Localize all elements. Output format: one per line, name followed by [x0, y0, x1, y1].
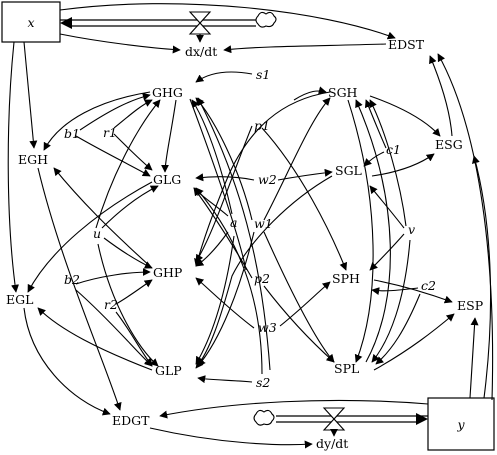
node-ghg: GHG — [152, 85, 183, 100]
node-egh: EGH — [18, 152, 48, 167]
stock-y-label: y — [456, 417, 465, 432]
valve-icon — [322, 407, 346, 431]
param-c2: c2 — [421, 278, 436, 293]
stock-x-label: x — [27, 15, 34, 30]
flow-pipe-x — [60, 11, 277, 43]
param-b1: b1 — [64, 126, 80, 141]
node-sgl: SGL — [335, 163, 362, 178]
param-r1: r1 — [103, 125, 117, 140]
node-glp: GLP — [155, 363, 182, 378]
node-edst: EDST — [388, 37, 425, 52]
param-p2: p2 — [254, 271, 270, 286]
node-egl: EGL — [6, 292, 33, 307]
node-esp: ESP — [457, 298, 483, 313]
param-a: a — [230, 215, 237, 230]
valve-icon — [188, 11, 212, 35]
causal-links — [7, 3, 494, 449]
node-ghp: GHP — [153, 265, 182, 280]
stock-x: x — [1, 1, 61, 43]
flow-dydt-label: dy/dt — [316, 436, 348, 451]
param-w2: w2 — [258, 172, 277, 187]
flow-pipe-y — [253, 407, 428, 437]
node-edgt: EDGT — [112, 413, 150, 428]
node-sgh: SGH — [328, 85, 358, 100]
param-u: u — [93, 226, 101, 241]
flow-dxdt-label: dx/dt — [185, 44, 217, 59]
param-v: v — [408, 222, 415, 237]
stock-y: y — [427, 397, 495, 451]
cloud-icon — [255, 11, 277, 28]
param-s2: s2 — [256, 375, 270, 390]
cloud-icon — [253, 409, 275, 426]
param-s1: s1 — [256, 67, 270, 82]
param-r2: r2 — [104, 297, 118, 312]
node-glg: GLG — [153, 172, 181, 187]
node-spl: SPL — [334, 361, 359, 376]
param-c1: c1 — [386, 142, 401, 157]
param-w3: w3 — [258, 320, 277, 335]
param-w1: w1 — [254, 216, 273, 231]
node-sph: SPH — [332, 271, 360, 286]
node-esg: ESG — [435, 137, 463, 152]
